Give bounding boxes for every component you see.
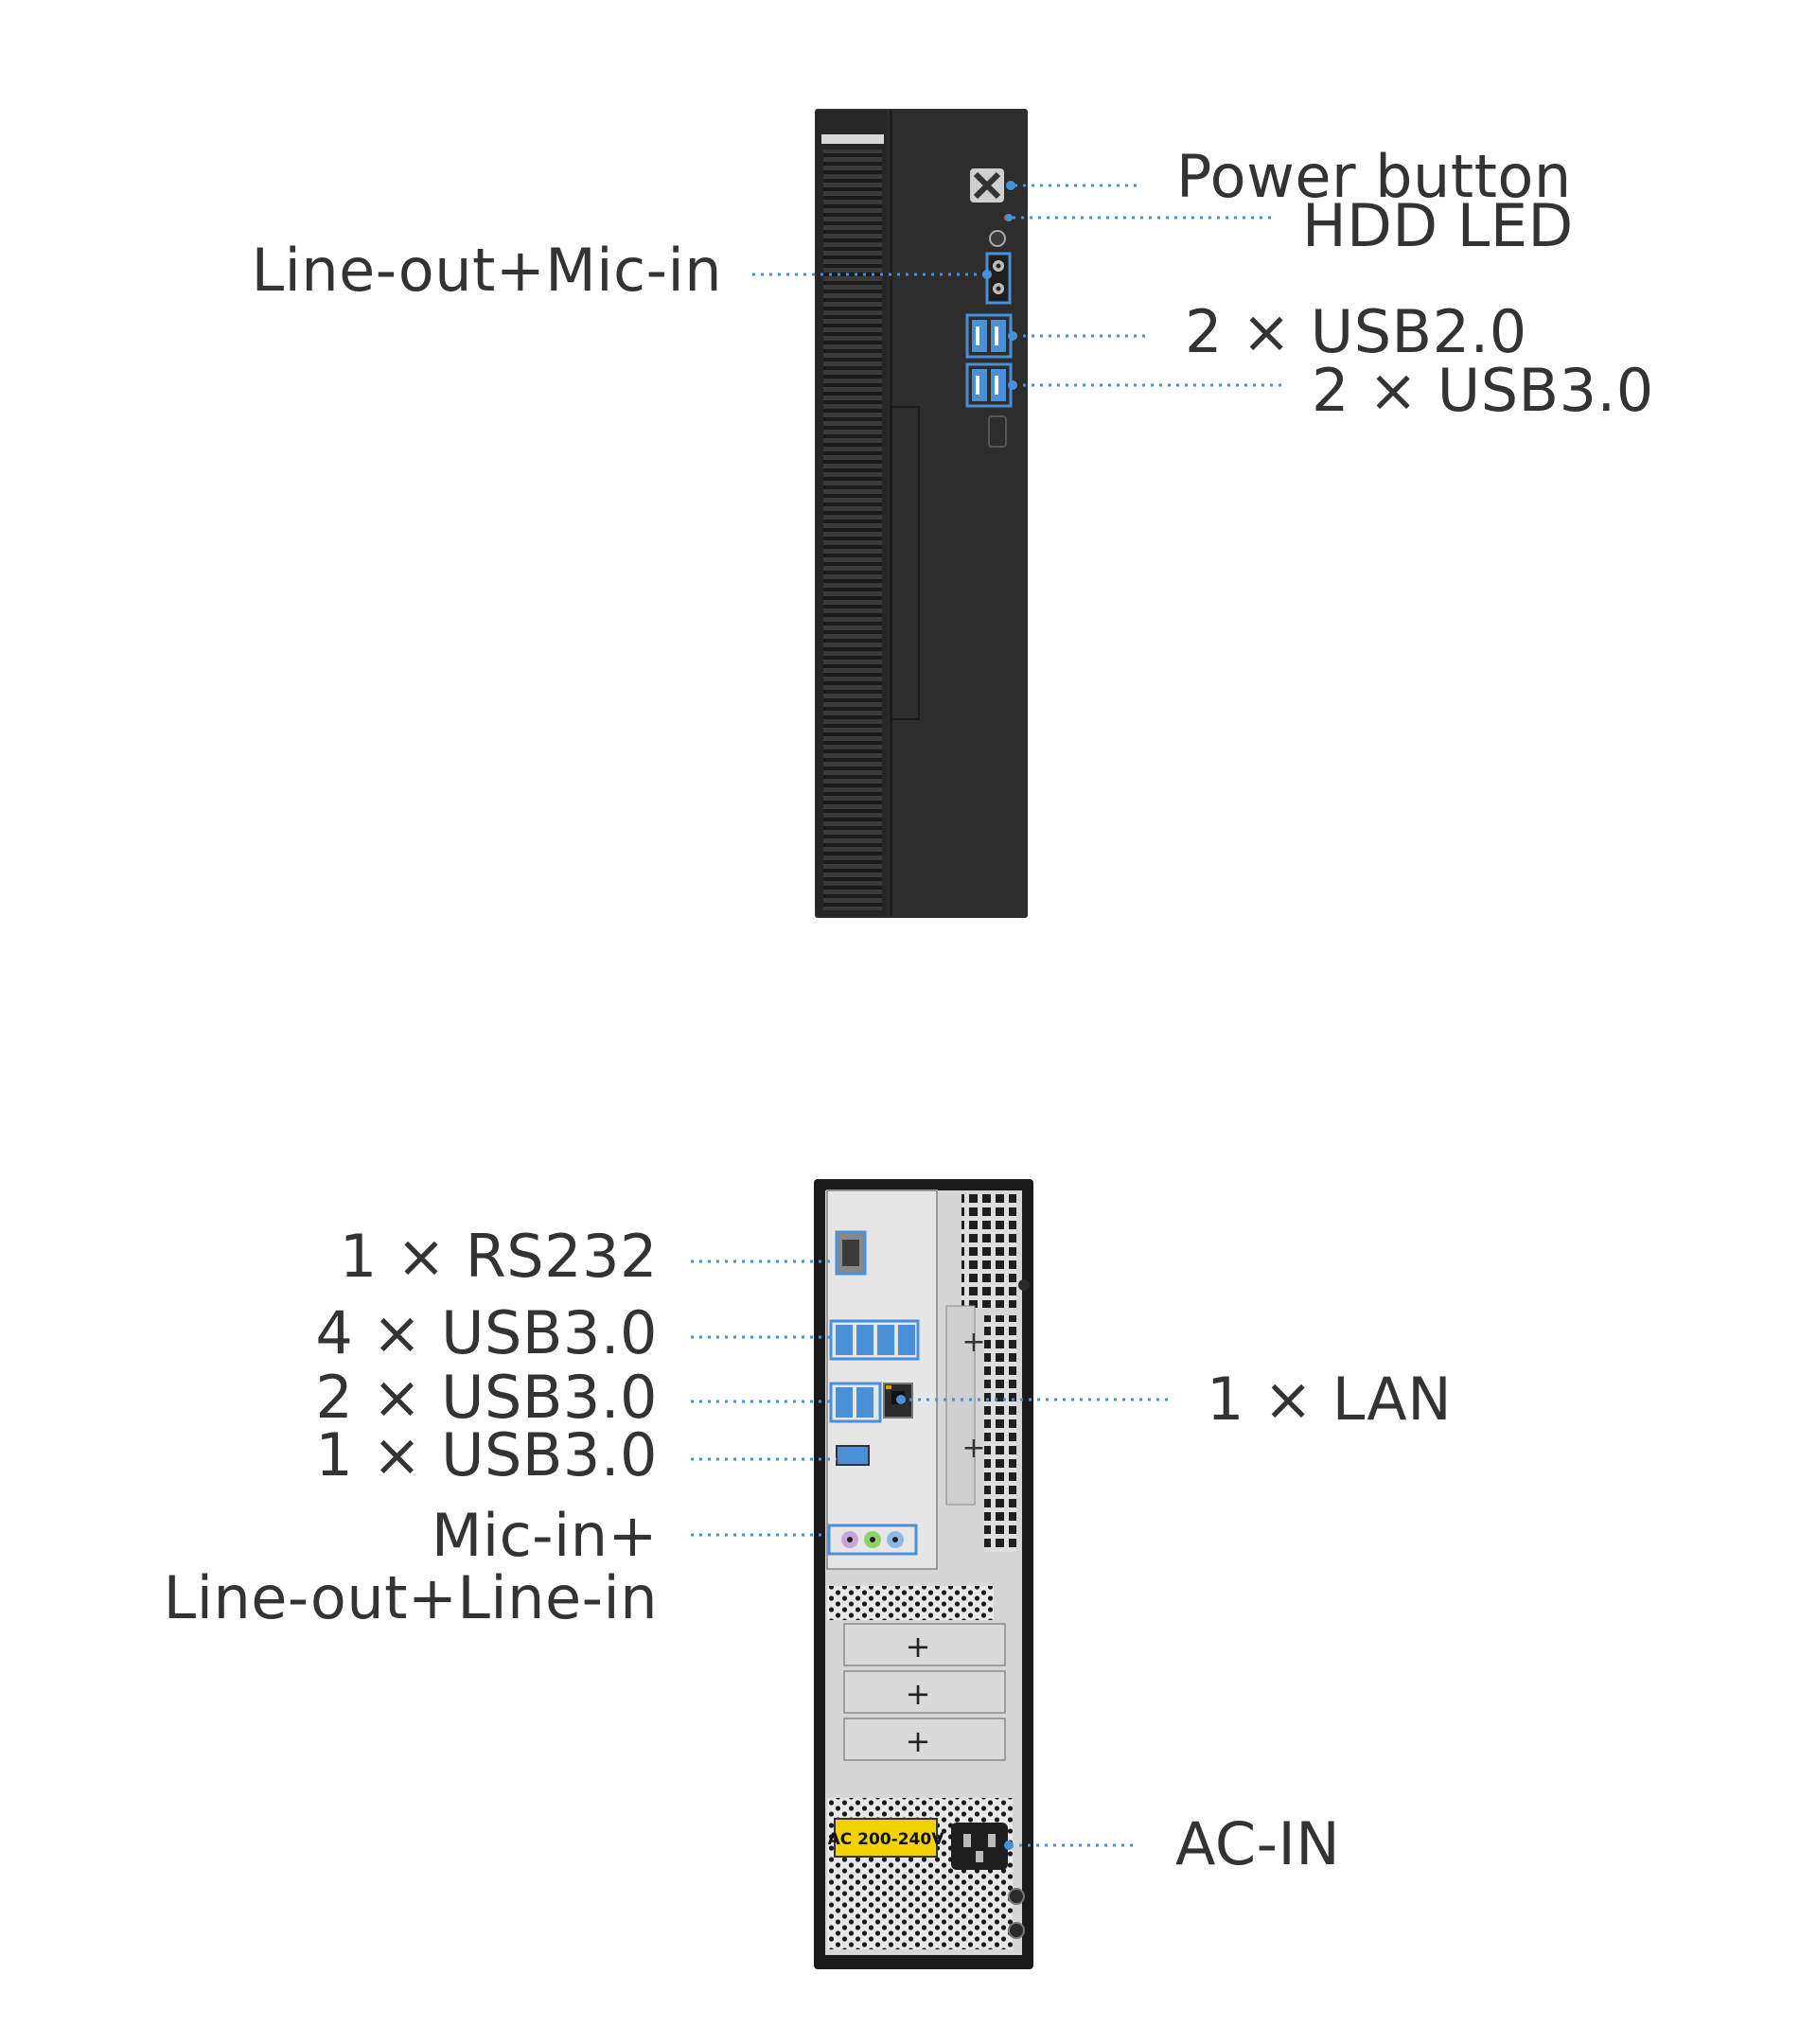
- callout-rear-audio: Mic-in+ Line-out+Line-in: [164, 1505, 658, 1629]
- rear-usb3-port: [836, 1325, 853, 1355]
- callout-ac-in: AC-IN: [1175, 1809, 1341, 1878]
- callout-front-usb2: 2 × USB2.0: [1185, 297, 1527, 366]
- svg-text:+: +: [961, 1326, 985, 1359]
- svg-text:+: +: [961, 1432, 985, 1465]
- rear-audio-jacks: [827, 1524, 918, 1556]
- callout-rear-audio-line2: Line-out+Line-in: [163, 1562, 658, 1632]
- svg-text:+: +: [906, 1629, 931, 1665]
- callout-rear-audio-line1: Mic-in+: [431, 1501, 658, 1570]
- rear-usb3-port: [836, 1387, 853, 1418]
- callout-lan: 1 × LAN: [1207, 1365, 1453, 1434]
- rear-usb3-port: [877, 1325, 894, 1355]
- callout-usb3-dual: 2 × USB3.0: [315, 1363, 658, 1432]
- front-vent-grille: [823, 150, 882, 910]
- callout-usb3-single: 1 × USB3.0: [315, 1420, 658, 1489]
- ac-inlet: [951, 1823, 1008, 1870]
- callout-hdd-led: HDD LED: [1302, 191, 1574, 260]
- callout-rs232: 1 × RS232: [339, 1222, 658, 1291]
- psu-sticker-text: AC 200-240V: [828, 1830, 945, 1849]
- callout-usb3-quad: 4 × USB3.0: [315, 1298, 658, 1367]
- svg-text:+: +: [906, 1676, 931, 1712]
- rear-usb3-port: [898, 1325, 915, 1355]
- rear-callout-lines: [691, 1260, 1173, 1847]
- rear-usb3-single-port: [836, 1445, 870, 1466]
- callout-power-button: Power button: [1176, 142, 1572, 211]
- rear-view-case: + + +: [814, 1179, 1033, 1969]
- callout-front-audio: Line-out+Mic-in: [251, 236, 722, 305]
- front-callout-lines: [752, 184, 1282, 387]
- rear-usb3-port: [856, 1387, 873, 1418]
- rear-usb3-port: [856, 1325, 873, 1355]
- expansion-slots: + + +: [843, 1623, 1006, 1761]
- svg-text:+: +: [906, 1723, 931, 1759]
- psu-voltage-sticker: [834, 1818, 938, 1858]
- front-view-case: [815, 109, 1028, 918]
- optical-bay: [890, 406, 920, 720]
- callout-front-usb3: 2 × USB3.0: [1312, 356, 1654, 425]
